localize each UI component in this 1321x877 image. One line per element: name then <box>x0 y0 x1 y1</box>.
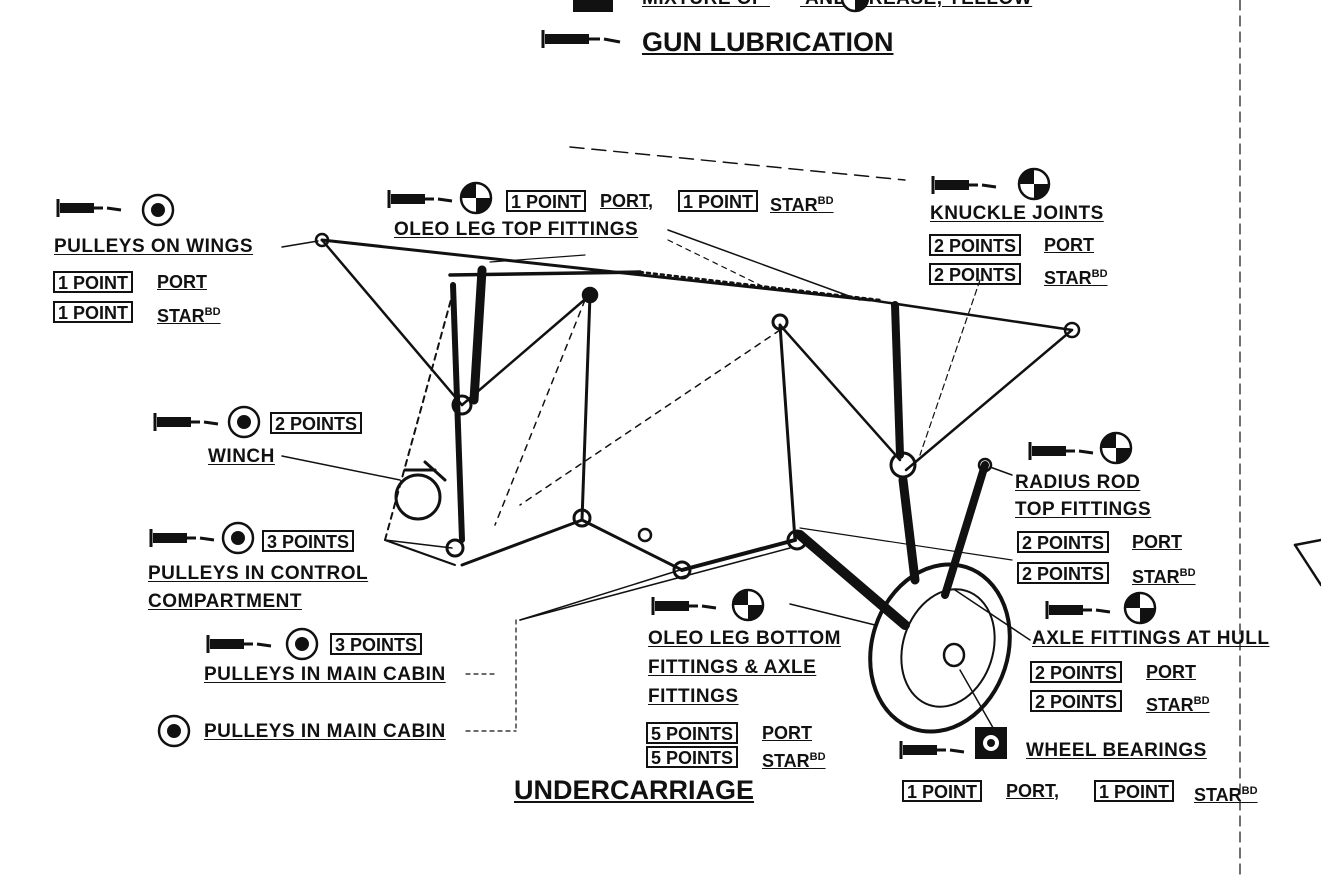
count-badge: 2 POINTS <box>270 412 363 434</box>
grease-dot-icon <box>141 193 175 227</box>
oleo-leg-bottom-label-3: FITTINGS <box>648 686 739 707</box>
count-badge: 2 POINTS <box>929 234 1022 256</box>
legend-mixture-prefix: MIXTURE OF <box>642 0 764 9</box>
wheel-bearings-label: WHEEL BEARINGS <box>1026 740 1207 761</box>
pulleys-main-cabin-label: PULLEYS IN MAIN CABIN <box>204 664 446 685</box>
undercarriage-title: UNDERCARRIAGE <box>514 775 755 805</box>
grease-gun-icon <box>56 199 122 217</box>
axle-fittings-label: AXLE FITTINGS AT HULL <box>1032 628 1270 649</box>
side-starboard: STARBD <box>1146 690 1210 716</box>
count-badge: 5 POINTS <box>646 722 739 744</box>
starboard-text: STAR <box>762 751 810 771</box>
pulleys-control-label-2: COMPARTMENT <box>148 591 302 612</box>
grease-gun-icon <box>541 30 621 48</box>
side-port: PORT <box>762 723 813 743</box>
square-dot-icon <box>975 727 1007 759</box>
count-badge: 1 POINT <box>53 301 134 323</box>
quartered-circle-icon <box>459 181 493 215</box>
quartered-circle-icon <box>1099 431 1133 465</box>
starboard-text: STAR <box>1146 695 1194 715</box>
grease-gun-icon <box>1028 442 1094 460</box>
side-port: PORT <box>1132 532 1183 552</box>
oleo-leg-bottom-label: OLEO LEG BOTTOM <box>648 628 841 649</box>
pulleys-on-wings-label: PULLEYS ON WINGS <box>54 236 254 257</box>
grease-gun-icon <box>149 529 215 547</box>
grease-dot-icon <box>285 627 319 661</box>
winch-label: WINCH <box>208 446 275 467</box>
starboard-sup: BD <box>817 195 834 207</box>
legend-mixture-suffix: AND GREASE, YELLOW <box>805 0 1032 9</box>
starboard-text: STAR <box>1044 268 1092 288</box>
quartered-circle-icon <box>840 0 870 13</box>
grease-gun-icon <box>1045 601 1111 619</box>
grease-block-icon <box>573 0 613 12</box>
starboard-sup: BD <box>1193 695 1210 707</box>
oleo-leg-top-label: OLEO LEG TOP FITTINGS <box>394 219 639 240</box>
starboard-text: STAR <box>770 195 818 215</box>
grease-dot-icon <box>227 405 261 439</box>
count-badge: 1 POINT <box>902 780 983 802</box>
side-starboard: STARBD <box>770 190 834 216</box>
side-port: PORT <box>1146 662 1197 682</box>
count-badge: 1 POINT <box>678 190 759 212</box>
grease-gun-icon <box>899 741 965 759</box>
oleo-leg-bottom-label-2: FITTINGS & AXLE <box>648 657 817 678</box>
side-port: PORT, <box>1006 781 1060 801</box>
starboard-sup: BD <box>1179 567 1196 579</box>
starboard-text: STAR <box>1132 567 1180 587</box>
side-starboard: STARBD <box>157 301 221 327</box>
starboard-text: STAR <box>157 306 205 326</box>
count-badge: 1 POINT <box>1094 780 1175 802</box>
count-badge: 2 POINTS <box>1017 531 1110 553</box>
grease-gun-icon <box>153 413 219 431</box>
grease-gun-icon <box>387 190 453 208</box>
starboard-sup: BD <box>1091 268 1108 280</box>
pulleys-control-label: PULLEYS IN CONTROL <box>148 563 369 584</box>
side-port: PORT, <box>600 191 654 211</box>
grease-gun-icon <box>651 597 717 615</box>
side-starboard: STARBD <box>1044 263 1108 289</box>
pulleys-main-cabin-label-2: PULLEYS IN MAIN CABIN <box>204 721 446 742</box>
count-badge: 2 POINTS <box>929 263 1022 285</box>
grease-gun-icon <box>206 635 272 653</box>
side-port: PORT <box>157 272 208 292</box>
radius-rod-label: RADIUS ROD <box>1015 472 1141 493</box>
grease-dot-icon <box>221 521 255 555</box>
quartered-circle-icon <box>1123 591 1157 625</box>
quartered-circle-icon <box>1017 167 1051 201</box>
grease-gun-icon <box>931 176 997 194</box>
legend-mixture-text: MIXTURE OF AND GREASE, YELLOW <box>642 0 1032 10</box>
count-badge: 1 POINT <box>53 271 134 293</box>
side-starboard: STARBD <box>762 746 826 772</box>
count-badge: 3 POINTS <box>330 633 423 655</box>
radius-rod-label-2: TOP FITTINGS <box>1015 499 1152 520</box>
starboard-sup: BD <box>204 306 221 318</box>
starboard-sup: BD <box>809 751 826 763</box>
count-badge: 2 POINTS <box>1030 661 1123 683</box>
quartered-circle-icon <box>731 588 765 622</box>
count-badge: 2 POINTS <box>1030 690 1123 712</box>
count-badge: 1 POINT <box>506 190 587 212</box>
knuckle-joints-label: KNUCKLE JOINTS <box>930 203 1104 224</box>
starboard-sup: BD <box>1241 785 1258 797</box>
starboard-text: STAR <box>1194 785 1242 805</box>
gun-lubrication-label: GUN LUBRICATION <box>642 27 894 57</box>
count-badge: 5 POINTS <box>646 746 739 768</box>
count-badge: 2 POINTS <box>1017 562 1110 584</box>
grease-dot-icon <box>157 714 191 748</box>
side-starboard: STARBD <box>1194 780 1258 806</box>
count-badge: 3 POINTS <box>262 530 355 552</box>
side-starboard: STARBD <box>1132 562 1196 588</box>
side-port: PORT <box>1044 235 1095 255</box>
